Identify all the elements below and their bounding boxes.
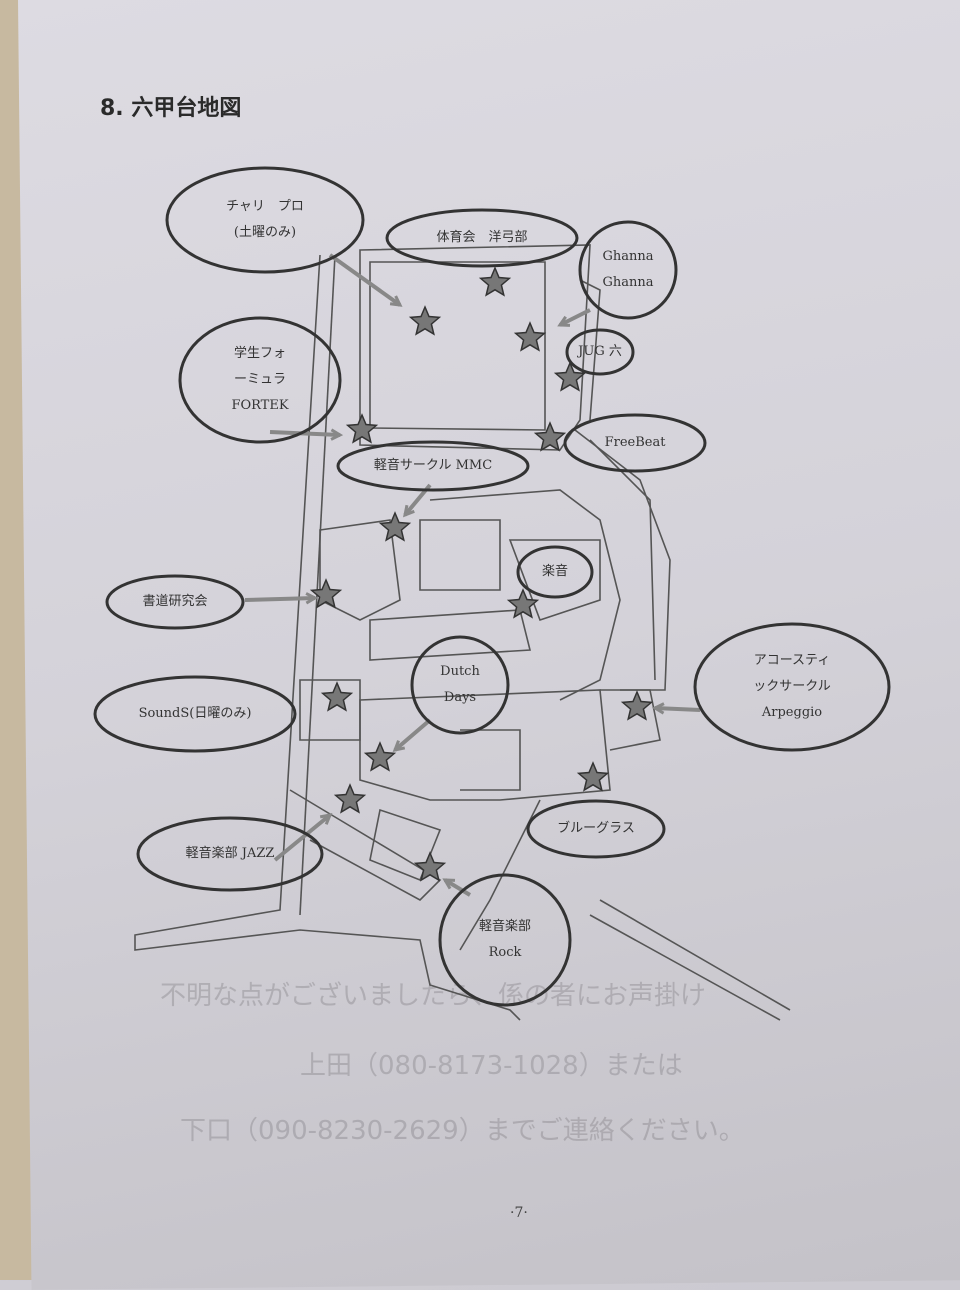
label-line: 学生フォ [233,346,286,361]
arrow-head-icon [305,592,319,605]
bubble-jug [565,328,635,376]
star-icon [533,421,567,452]
location-label-bluegrass: ブルーグラス [557,816,635,842]
label-line: SoundS(日曜のみ) [138,706,252,721]
page-number: ·7· [510,1205,528,1221]
label-line: ーミュラ [233,372,286,387]
label-line: Ghanna [602,249,654,264]
bubble-formula [178,316,342,444]
arrow-icon [269,430,341,437]
star-markers [309,266,654,882]
arrow-icon [443,878,472,897]
label-line: 書道研究会 [142,594,208,609]
arrow-icon [393,718,432,752]
arrow-head-icon [319,813,333,825]
label-line: FreeBeat [604,435,666,450]
bubble-chari-pro [165,166,365,274]
arrow-icon [273,813,332,862]
page-title: 8. 六甲台地図 [100,96,242,121]
star-icon [413,851,447,882]
arrow-head-icon [330,428,344,441]
star-icon [309,578,343,609]
label-line: Days [443,690,477,705]
label-bubbles [93,166,891,1007]
map-roads [134,244,791,1021]
label-line: JUG 六 [578,344,622,359]
arrow-icon [328,253,402,307]
label-line: Ghanna [602,275,654,290]
arrow-head-icon [651,702,665,715]
location-label-jazz: 軽音楽部 JAZZ [186,841,275,867]
label-line: 軽音楽部 [478,919,532,934]
arrow-head-icon [402,504,415,518]
label-line: FORTEK [231,398,289,413]
bubble-jazz [136,816,324,892]
label-line: 楽音 [541,564,569,579]
star-icon [553,361,587,392]
label-line: 軽音サークル MMC [373,458,493,473]
location-label-mmc: 軽音サークル MMC [374,453,492,479]
arrow-head-icon [442,878,456,890]
star-icon [478,266,512,297]
location-label-chari-pro: チャリ プロ (土曜のみ) [226,194,304,246]
arrow-icon [244,596,316,602]
location-label-archery: 体育会 洋弓部 [436,225,527,251]
label-line: ブルーグラス [557,821,635,836]
label-line: 体育会 洋弓部 [436,230,528,245]
arrow-head-icon [389,295,403,307]
label-line: Dutch [440,664,480,679]
bubble-rock [438,873,572,1007]
bubble-gakuon [516,545,594,599]
label-line: (土曜のみ) [233,225,297,240]
star-icon [378,511,412,542]
location-label-formula: 学生フォーミュラ FORTEK [231,341,288,419]
label-line: チャリ プロ [226,199,304,214]
location-label-shodo: 書道研究会 [142,589,207,615]
arrow-icon [654,706,701,712]
location-label-gakuon: 楽音 [542,559,568,585]
bubble-mmc [336,440,530,492]
location-label-acoustic: アコースティックサークル Arpeggio [753,648,831,726]
label-line: アコースティ [753,653,831,668]
bubble-ghanna [578,220,678,320]
star-icon [345,413,379,444]
show-through-line: 下口（090-8230-2629）までご連絡ください。 [180,1116,745,1146]
star-icon [363,741,397,772]
star-icon [408,305,442,336]
location-label-jug: JUG 六 [578,339,622,365]
star-icon [506,588,540,619]
location-label-rock: 軽音楽部 Rock [479,914,531,966]
arrow-icon [559,308,591,327]
bubble-acoustic [693,622,891,752]
bubble-archery [385,208,579,268]
bubble-freebeat [563,413,707,473]
star-icon [620,690,654,721]
bubble-bluegrass [526,799,666,859]
bubble-sounds [93,675,297,753]
label-line: 軽音楽部 JAZZ [185,846,275,861]
star-icon [320,681,354,712]
location-label-freebeat: FreeBeat [605,430,666,456]
star-icon [513,321,547,352]
star-icon [333,783,367,814]
label-line: Rock [488,945,522,960]
bubble-dutch [410,635,510,735]
arrow-head-icon [392,740,406,753]
star-icon [576,761,610,792]
label-line: ックサークル [753,679,831,694]
label-line: Arpeggio [761,705,823,720]
show-through-line: 上田（080-8173-1028）または [300,1051,683,1081]
location-label-sounds: SoundS(日曜のみ) [139,701,252,727]
arrow-head-icon [557,315,571,327]
bubble-shodo [105,574,245,630]
